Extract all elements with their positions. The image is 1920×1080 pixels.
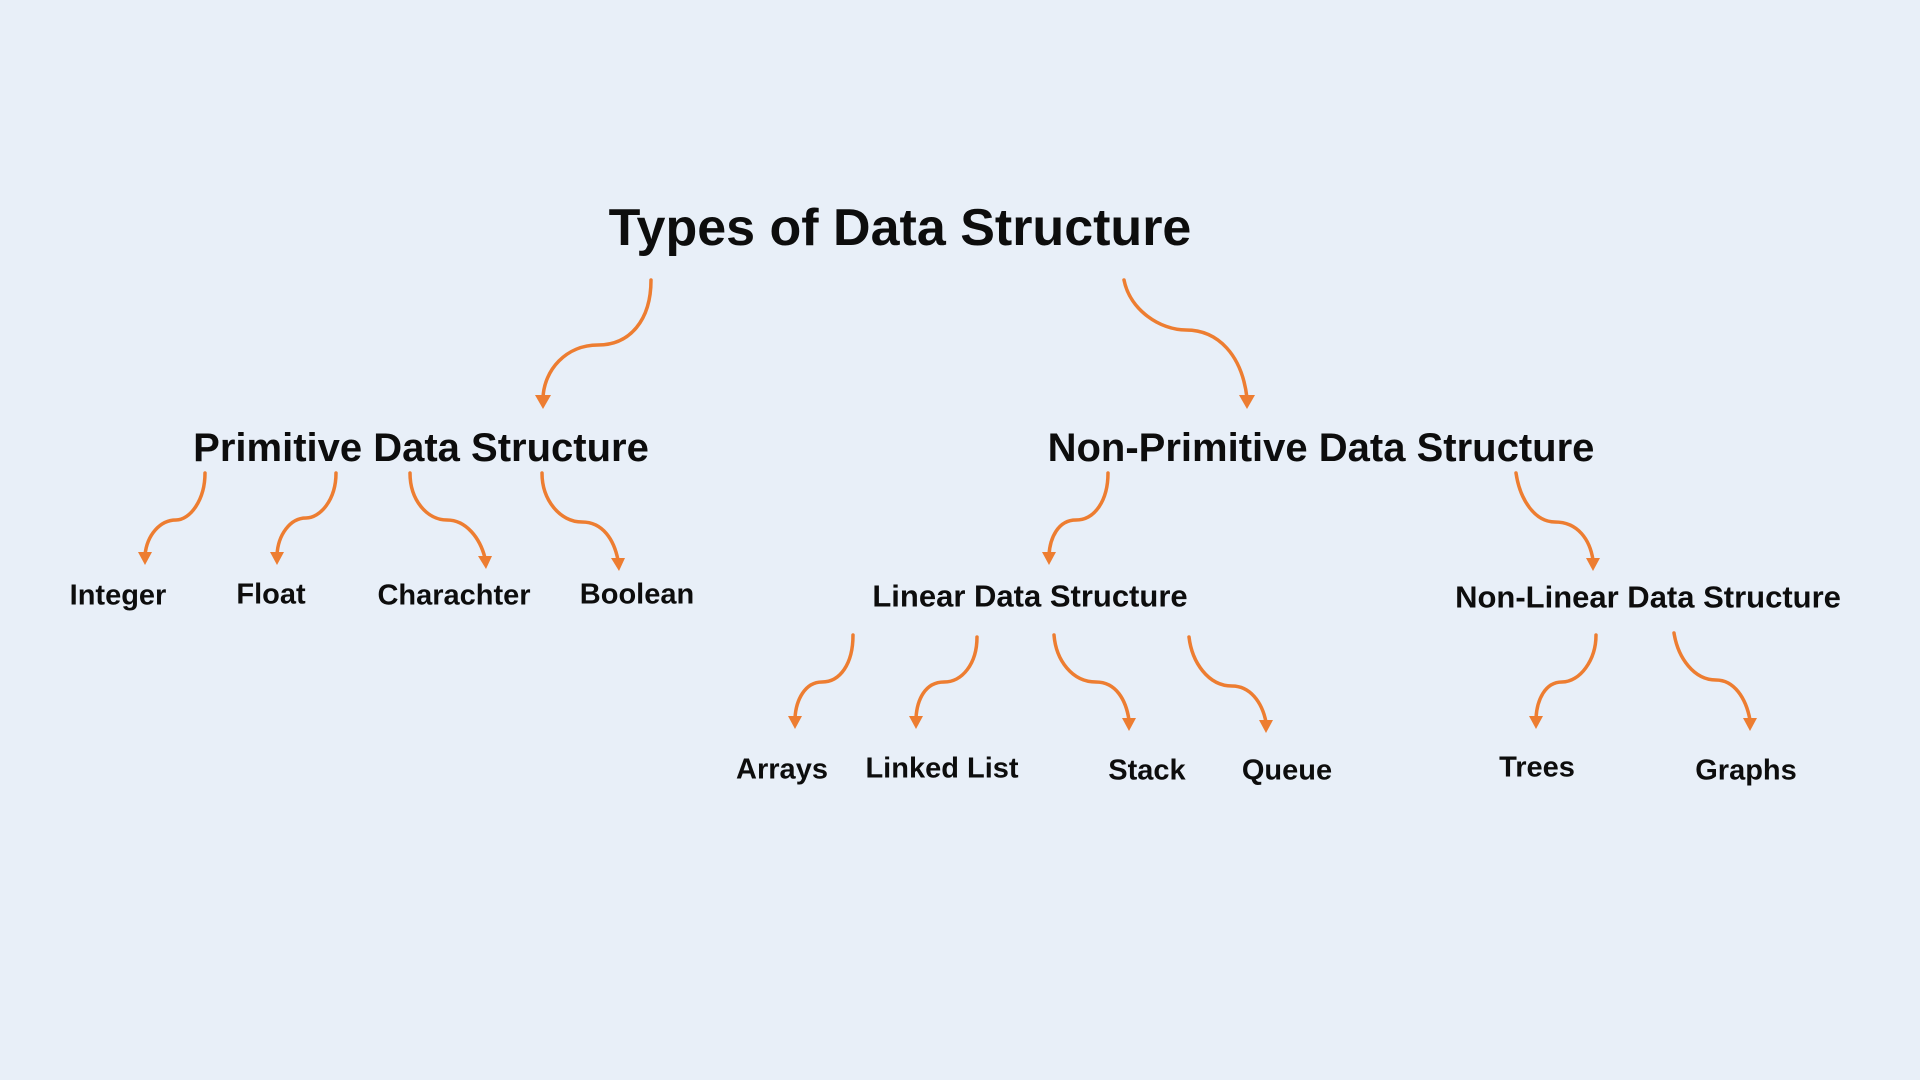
arrow-root-to-primitive bbox=[541, 278, 653, 400]
arrow-primitive-to-boolean bbox=[540, 471, 620, 562]
node-non-primitive: Non-Primitive Data Structure bbox=[1047, 426, 1595, 470]
arrow-linear-to-queue bbox=[1187, 635, 1268, 724]
arrow-primitive-to-charachter bbox=[408, 471, 487, 560]
node-primitive: Primitive Data Structure bbox=[193, 426, 649, 470]
node-float: Float bbox=[236, 578, 306, 611]
arrow-nonlinear-to-graphs bbox=[1672, 631, 1752, 722]
arrow-primitive-to-integer bbox=[143, 471, 207, 557]
arrow-linear-to-linkedlist bbox=[914, 635, 979, 720]
node-boolean: Boolean bbox=[579, 578, 695, 611]
arrowhead-linear-to-linkedlist bbox=[909, 716, 923, 729]
node-integer: Integer bbox=[69, 579, 167, 612]
arrow-nonlinear-to-trees bbox=[1534, 633, 1598, 720]
arrowhead-nonprimitive-to-nonlinear bbox=[1586, 558, 1600, 571]
arrowhead-primitive-to-charachter bbox=[478, 556, 492, 569]
arrowhead-primitive-to-boolean bbox=[611, 558, 625, 571]
arrowhead-primitive-to-integer bbox=[138, 552, 152, 565]
arrow-root-to-nonprimitive bbox=[1122, 278, 1249, 400]
node-stack: Stack bbox=[1108, 754, 1186, 787]
arrowhead-linear-to-stack bbox=[1122, 718, 1136, 731]
arrowhead-linear-to-queue bbox=[1259, 720, 1273, 733]
arrowhead-nonlinear-to-trees bbox=[1529, 716, 1543, 729]
node-non-linear: Non-Linear Data Structure bbox=[1455, 579, 1841, 615]
node-charachter: Charachter bbox=[377, 579, 531, 612]
arrowhead-nonlinear-to-graphs bbox=[1743, 718, 1757, 731]
arrowhead-root-to-primitive bbox=[535, 395, 551, 409]
arrow-linear-to-arrays bbox=[793, 633, 855, 720]
arrow-nonprimitive-to-linear bbox=[1047, 471, 1110, 557]
arrowhead-root-to-nonprimitive bbox=[1239, 395, 1255, 409]
node-linked-list: Linked List bbox=[865, 752, 1019, 785]
arrow-linear-to-stack bbox=[1052, 633, 1131, 722]
diagram-title: Types of Data Structure bbox=[608, 199, 1192, 257]
node-arrays: Arrays bbox=[736, 753, 828, 786]
node-graphs: Graphs bbox=[1695, 754, 1797, 787]
node-trees: Trees bbox=[1499, 751, 1575, 784]
arrowhead-nonprimitive-to-linear bbox=[1042, 552, 1056, 565]
arrowhead-primitive-to-float bbox=[270, 552, 284, 565]
arrow-primitive-to-float bbox=[275, 471, 338, 557]
arrows-group bbox=[138, 278, 1757, 733]
node-linear: Linear Data Structure bbox=[872, 578, 1188, 614]
arrow-nonprimitive-to-nonlinear bbox=[1514, 471, 1595, 562]
node-queue: Queue bbox=[1241, 754, 1333, 787]
arrowhead-linear-to-arrays bbox=[788, 716, 802, 729]
